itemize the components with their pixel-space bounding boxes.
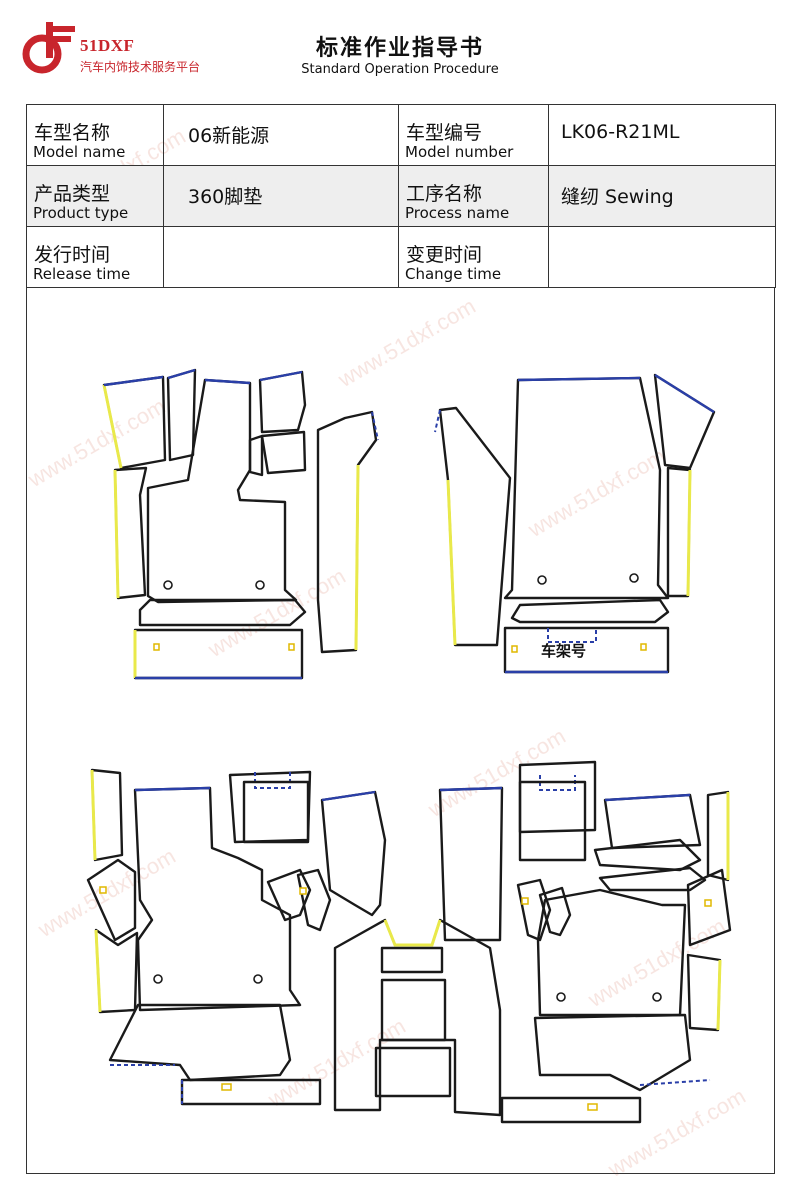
model-name-value-cell: 06新能源	[163, 104, 399, 166]
model-name-label-cell: 车型名称 Model name	[26, 104, 164, 166]
label-en: Model name	[33, 143, 126, 161]
release-time-value-cell	[163, 226, 399, 288]
label-en: Change time	[405, 265, 502, 283]
document-subtitle: Standard Operation Procedure	[301, 62, 499, 77]
table-row: 发行时间 Release time 变更时间 Change time	[26, 226, 776, 288]
table-row: 车型名称 Model name 06新能源 车型编号 Model number …	[26, 104, 776, 166]
company-logo	[22, 20, 282, 80]
table-row: 产品类型 Product type 360脚垫 工序名称 Process nam…	[26, 165, 776, 227]
label-cn: 车型编号	[406, 122, 483, 144]
logo-text: 51DXF	[80, 36, 135, 55]
model-number-value-cell: LK06-R21ML	[548, 104, 776, 166]
label-en: Release time	[33, 265, 131, 283]
model-number-label-cell: 车型编号 Model number	[398, 104, 549, 166]
drawing-frame	[26, 287, 775, 1174]
label-cn: 发行时间	[34, 244, 111, 266]
product-type-value-cell: 360脚垫	[163, 165, 399, 227]
product-type-value: 360脚垫	[188, 186, 263, 208]
info-table: 车型名称 Model name 06新能源 车型编号 Model number …	[26, 104, 776, 288]
change-time-value-cell	[548, 226, 776, 288]
process-name-label-cell: 工序名称 Process name	[398, 165, 549, 227]
label-en: Model number	[405, 143, 514, 161]
label-en: Product type	[33, 204, 129, 222]
product-type-label-cell: 产品类型 Product type	[26, 165, 164, 227]
label-cn: 变更时间	[406, 244, 483, 266]
label-cn: 工序名称	[406, 183, 483, 205]
logo-mark-icon	[22, 22, 75, 74]
process-name-value-cell: 缝纫 Sewing	[548, 165, 776, 227]
change-time-label-cell: 变更时间 Change time	[398, 226, 549, 288]
logo-subtitle: 汽车内饰技术服务平台	[80, 60, 201, 74]
label-en: Process name	[405, 204, 510, 222]
process-name-value: 缝纫 Sewing	[561, 186, 674, 208]
label-cn: 产品类型	[34, 183, 111, 205]
model-name-value: 06新能源	[188, 125, 270, 147]
document-title: 标准作业指导书	[315, 36, 484, 61]
label-cn: 车型名称	[34, 122, 111, 144]
release-time-label-cell: 发行时间 Release time	[26, 226, 164, 288]
model-number-value: LK06-R21ML	[561, 121, 680, 143]
